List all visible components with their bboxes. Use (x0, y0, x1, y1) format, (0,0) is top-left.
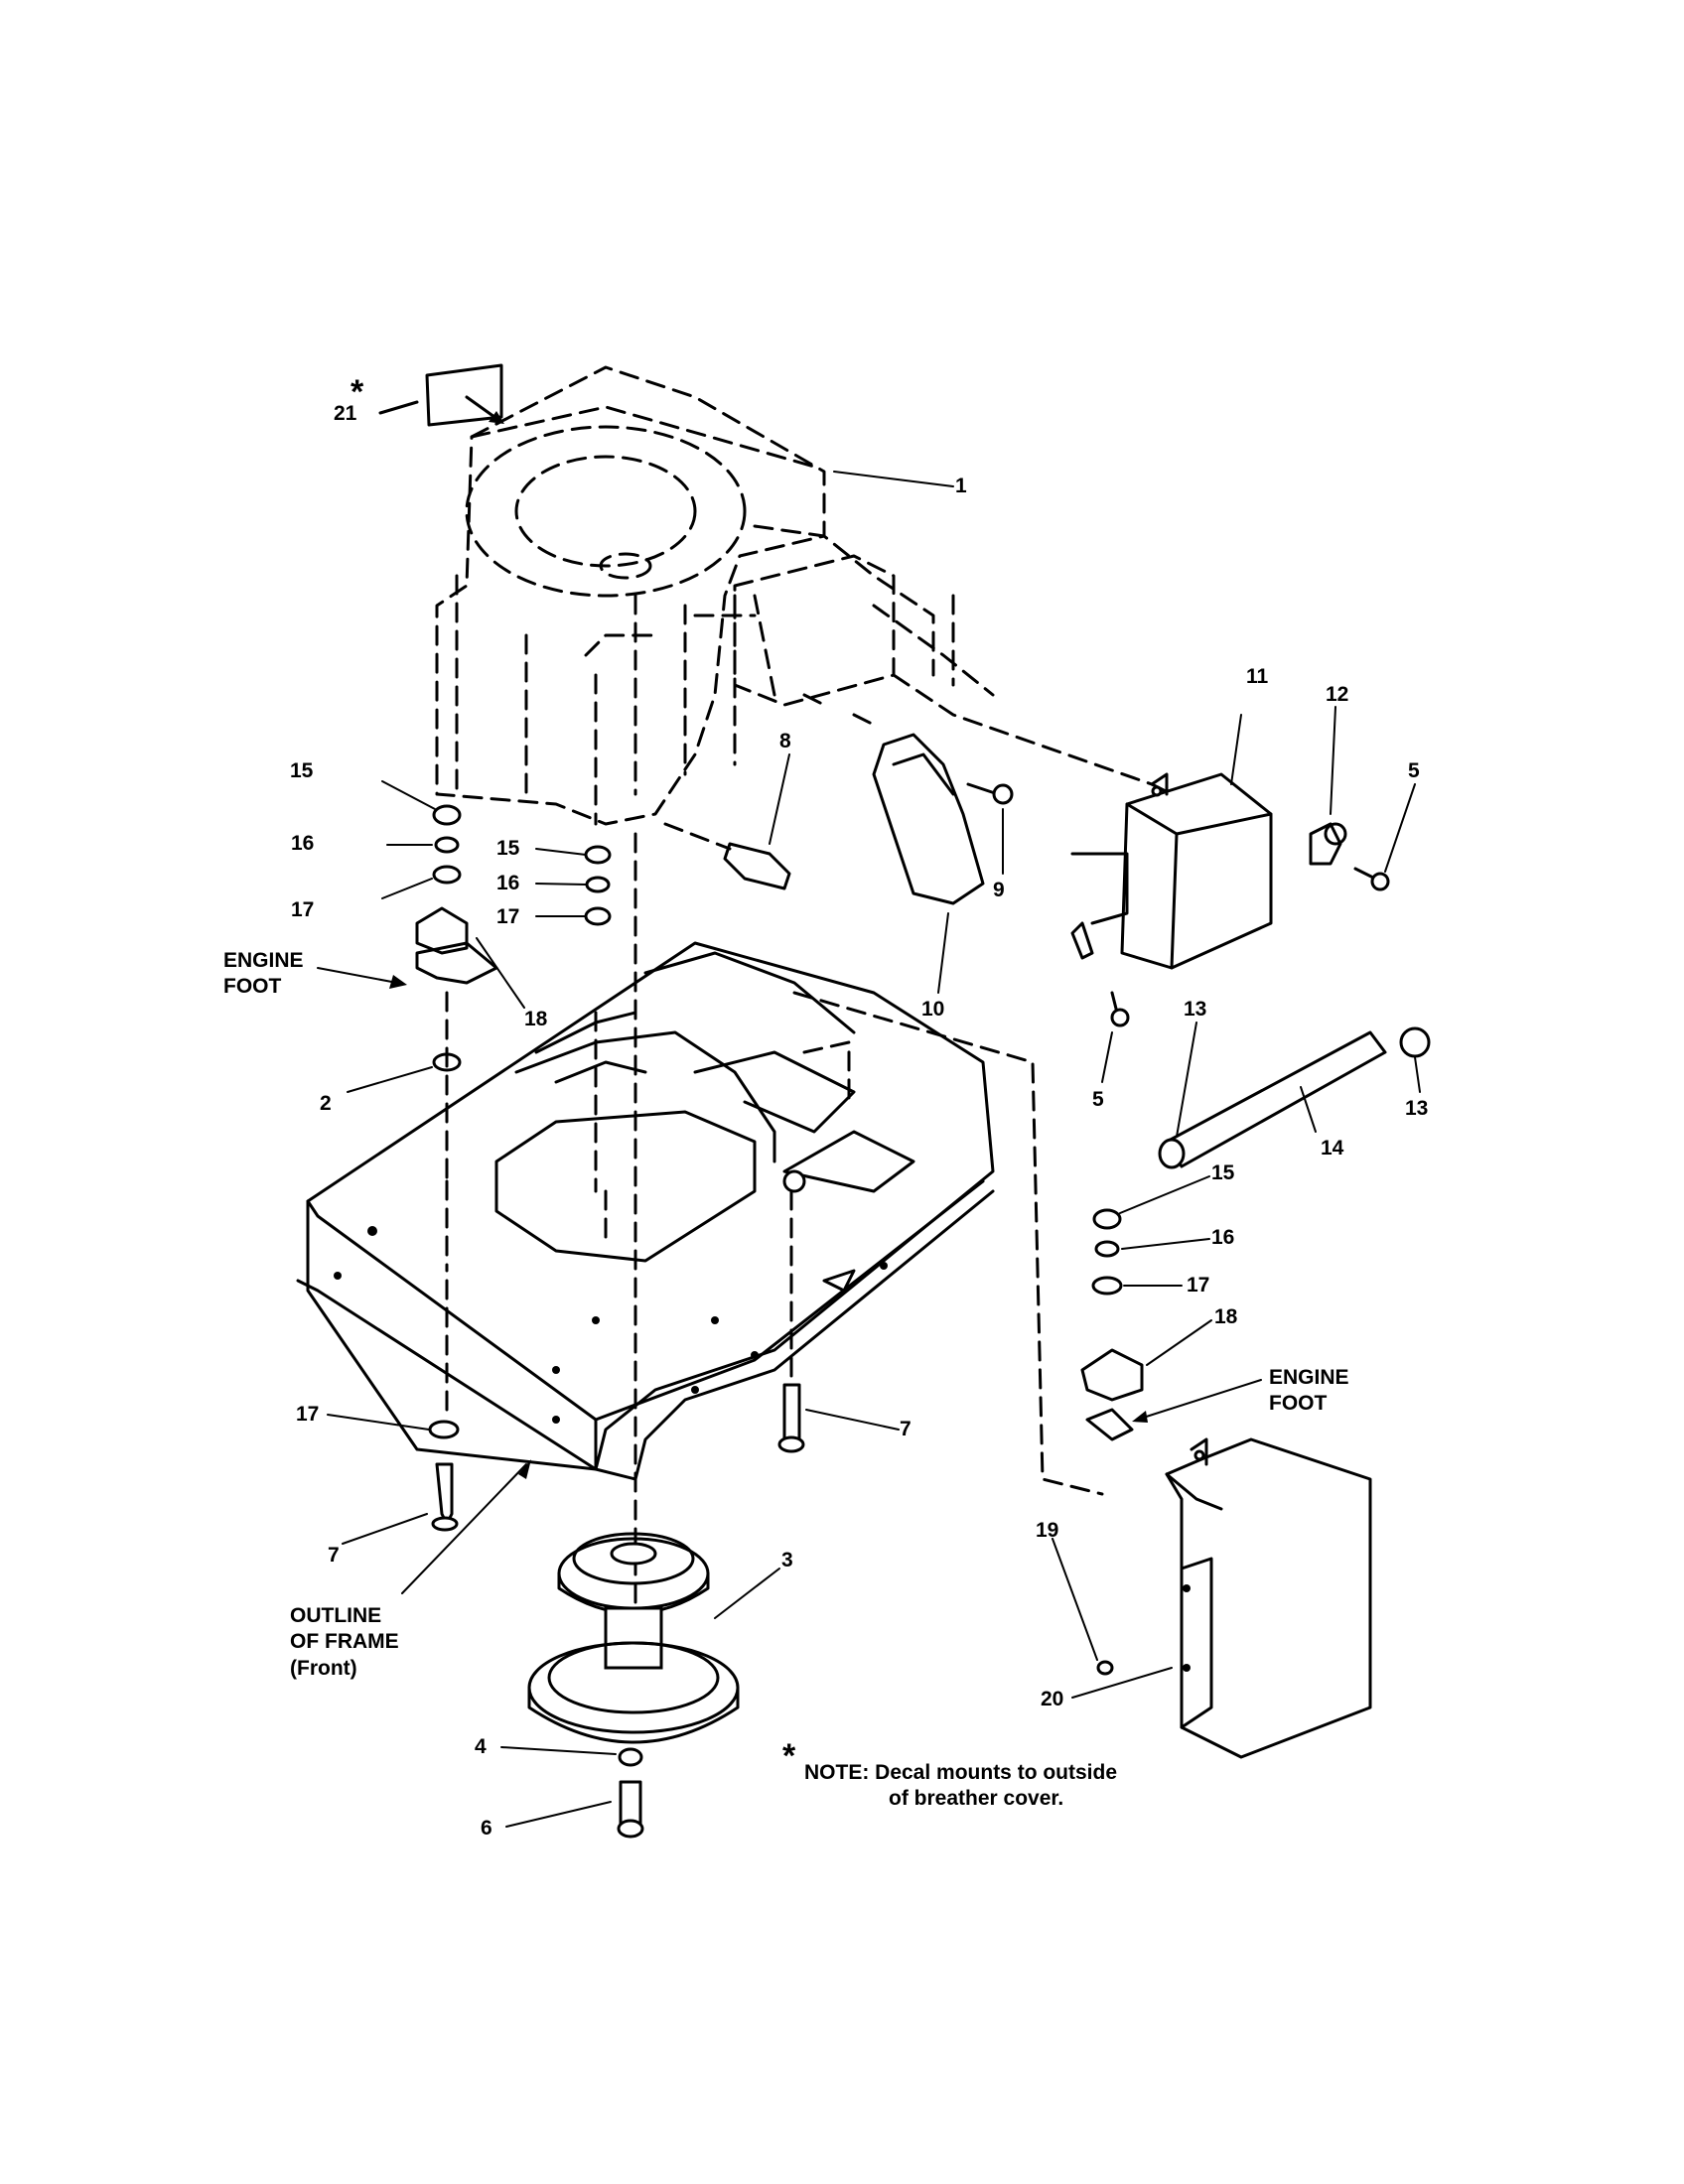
callout-14: 14 (1321, 1137, 1344, 1160)
callout-21: 21 (334, 402, 357, 425)
note-asterisk: * (782, 1737, 796, 1775)
callout-7-right: 7 (900, 1418, 912, 1440)
washer-part-4 (500, 1746, 643, 1767)
callout-19: 19 (1036, 1519, 1059, 1542)
callout-15-left: 15 (290, 759, 314, 782)
frame (296, 941, 1104, 1496)
pulley-part-3 (527, 1532, 780, 1744)
callout-18-left: 18 (524, 1008, 548, 1030)
middle-mount-stack (535, 832, 637, 1630)
callout-15-right: 15 (1211, 1161, 1235, 1184)
bolt-part-6 (505, 1780, 644, 1839)
engine-foot-label-left: ENGINE FOOT (223, 949, 304, 999)
callout-1: 1 (955, 475, 967, 497)
callout-5-upper: 5 (1408, 759, 1420, 782)
muffler-mount-outline (733, 554, 1174, 796)
callout-6: 6 (481, 1817, 492, 1840)
callout-3: 3 (781, 1549, 793, 1571)
screw-part-9 (966, 782, 1014, 875)
clamp-part-12 (1309, 706, 1347, 866)
callout-2: 2 (320, 1092, 332, 1115)
callout-13-left: 13 (1184, 998, 1207, 1021)
callout-8: 8 (779, 730, 791, 752)
callout-20: 20 (1041, 1688, 1064, 1710)
tube-part-14 (1158, 1022, 1431, 1169)
callout-5-lower: 5 (1092, 1088, 1104, 1111)
sensor-part-8 (663, 753, 791, 890)
engine-part-1 (435, 365, 995, 826)
callout-13-right: 13 (1405, 1097, 1429, 1120)
callout-18-right: 18 (1214, 1305, 1238, 1328)
callout-16-mid: 16 (496, 872, 520, 894)
callout-4: 4 (475, 1735, 487, 1758)
callout-17-left: 17 (291, 898, 315, 921)
outline-of-frame-label: OUTLINE OF FRAME (Front) (290, 1604, 399, 1680)
callout-16-right: 16 (1211, 1226, 1235, 1249)
callout-7-left: 7 (328, 1544, 340, 1567)
right-mount-stack (1080, 1175, 1262, 1441)
cover-part-20 (1052, 1437, 1372, 1759)
callout-10: 10 (921, 998, 945, 1021)
callout-9: 9 (993, 879, 1005, 901)
callout-12: 12 (1326, 683, 1349, 706)
leader-part-1 (833, 471, 954, 487)
screw-part-5-upper (1353, 783, 1416, 891)
engine-foot-label-right: ENGINE FOOT (1269, 1366, 1349, 1416)
callout-15-mid: 15 (496, 837, 520, 860)
left-mount-stack (317, 780, 525, 1193)
callout-17-right: 17 (1187, 1274, 1210, 1297)
callout-11: 11 (1246, 665, 1269, 688)
decal-note: NOTE: Decal mounts to outside of breathe… (804, 1761, 1118, 1811)
decal-part-21 (378, 363, 504, 427)
bolt-part-7-right (777, 1189, 900, 1453)
callout-17-mid: 17 (496, 905, 520, 928)
bolt-part-7-left (327, 1414, 460, 1545)
callout-17-lower-left: 17 (296, 1403, 320, 1426)
outline-of-frame-pointer (401, 1459, 531, 1594)
heat-shield-part-10 (802, 693, 985, 994)
asterisk-21: * (351, 373, 364, 411)
callout-16-left: 16 (291, 832, 315, 855)
muffler-part-11 (1070, 714, 1273, 970)
screw-part-5-lower (1101, 991, 1130, 1083)
